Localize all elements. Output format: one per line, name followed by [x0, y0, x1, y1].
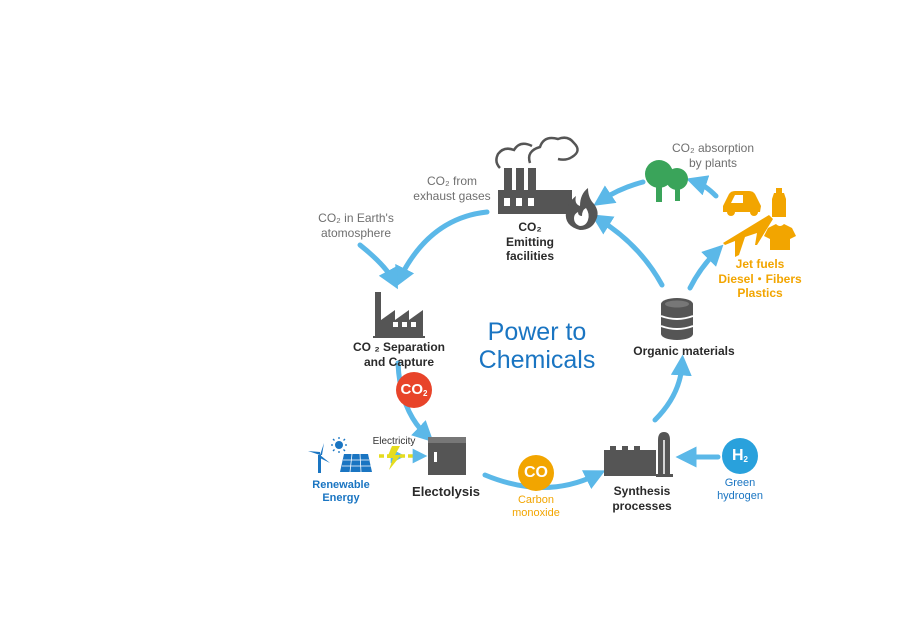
- separation-capture-label: CO ₂ Separation and Capture: [346, 340, 452, 369]
- co2-badge-sub: 2: [423, 389, 428, 398]
- plants-co2: CO₂: [671, 141, 695, 155]
- arrow-plants-to-emitting: [593, 179, 646, 206]
- products-line3: Plastics: [737, 286, 783, 301]
- arrow-emitting-to-separation: [395, 209, 490, 288]
- co2-badge-circle: [396, 372, 432, 408]
- renewable-line2: Energy: [322, 492, 360, 505]
- exhaust-co2: CO₂: [426, 174, 450, 188]
- wind-turbine-icon: [308, 443, 330, 473]
- synthesis-line2: processes: [612, 498, 672, 513]
- electrolysis-label: Electolysis: [404, 484, 488, 500]
- emitting-line3: facilities: [505, 249, 555, 264]
- sun-icon: [331, 437, 347, 453]
- green-hydrogen-line1: Green: [724, 477, 756, 489]
- atmosphere-line2: atomosphere: [320, 225, 392, 240]
- diagram-title: Power to Chemicals: [452, 318, 622, 374]
- co-badge-circle: [518, 455, 554, 491]
- green-hydrogen-label: Green hydrogen: [706, 477, 774, 504]
- synthesis-plant-icon: [604, 432, 673, 477]
- arrow-synthesis-to-organic: [652, 354, 692, 423]
- airplane-icon: [723, 215, 773, 257]
- plants-absorption-label: CO₂ absorption by plants: [658, 141, 768, 170]
- arrow-atmosphere-to-separation: [357, 242, 398, 290]
- trees-icon: [645, 160, 688, 202]
- solar-panel-icon: [340, 453, 372, 473]
- products-icons: [723, 188, 796, 257]
- separation-line2: and Capture: [363, 354, 434, 369]
- emitting-line1: CO₂: [518, 220, 542, 234]
- synthesis-line1: Synthesis: [613, 484, 671, 498]
- synthesis-processes-label: Synthesis processes: [596, 484, 688, 513]
- electrolysis-unit-icon: [428, 437, 466, 475]
- organic-materials-label: Organic materials: [624, 344, 744, 359]
- arrow-products-to-plants: [686, 175, 719, 199]
- tshirt-icon: [764, 224, 796, 250]
- electrolysis-text: Electolysis: [412, 484, 480, 499]
- h2-badge-circle: [722, 438, 758, 474]
- products-label: Jet fuels Diesel・Fibers Plastics: [710, 257, 810, 301]
- car-icon: [723, 191, 761, 216]
- plants-line2: by plants: [688, 155, 738, 170]
- h2-badge-sub: 2: [743, 455, 748, 464]
- electricity-text: Electricity: [372, 436, 416, 447]
- fire-icon: [565, 188, 598, 230]
- bottle-icon: [772, 188, 786, 217]
- emitting-line2: Emitting: [506, 234, 554, 249]
- oil-drum-icon: [660, 298, 694, 340]
- electricity-label: Electricity: [364, 436, 424, 448]
- carbon-monoxide-line1: Carbon: [517, 494, 555, 506]
- separation-line1: CO ₂ Separation: [352, 340, 445, 354]
- emitting-facility-icon: [495, 136, 598, 230]
- emitting-facilities-label: CO₂ Emitting facilities: [488, 220, 572, 264]
- renewable-energy-label: Renewable Energy: [305, 479, 377, 506]
- h2-badge-main: H: [731, 447, 744, 464]
- separation-factory-icon: [373, 292, 425, 338]
- co-badge: CO: [518, 463, 554, 483]
- products-line1: Jet fuels: [735, 257, 785, 271]
- co-badge-text: CO: [524, 464, 548, 481]
- lightning-icon: [387, 446, 401, 470]
- co2-badge-main: CO: [400, 381, 424, 398]
- renewable-line1: Renewable: [312, 479, 370, 491]
- arrow-organic-to-products: [687, 244, 724, 291]
- atmosphere-label: CO₂ in Earth's atomosphere: [306, 211, 406, 240]
- atmosphere-line1: in Earth's: [340, 211, 394, 225]
- exhaust-gases-label: CO₂ from exhaust gases: [402, 174, 502, 203]
- co2-badge: CO2: [396, 381, 432, 403]
- atmosphere-co2: CO₂: [318, 211, 341, 225]
- arrow-organic-to-emitting: [591, 214, 665, 288]
- plants-line1: absorption: [694, 141, 755, 155]
- organic-materials-text: Organic materials: [633, 344, 735, 358]
- diagram-title-text: Power to Chemicals: [478, 318, 596, 374]
- green-hydrogen-line2: hydrogen: [717, 490, 763, 503]
- carbon-monoxide-line2: monoxide: [512, 507, 560, 520]
- exhaust-line1: from: [449, 174, 477, 188]
- exhaust-line2: exhaust gases: [413, 188, 491, 203]
- h2-badge: H2: [722, 446, 758, 470]
- carbon-monoxide-label: Carbon monoxide: [500, 494, 572, 521]
- products-line2: Diesel・Fibers: [718, 271, 802, 286]
